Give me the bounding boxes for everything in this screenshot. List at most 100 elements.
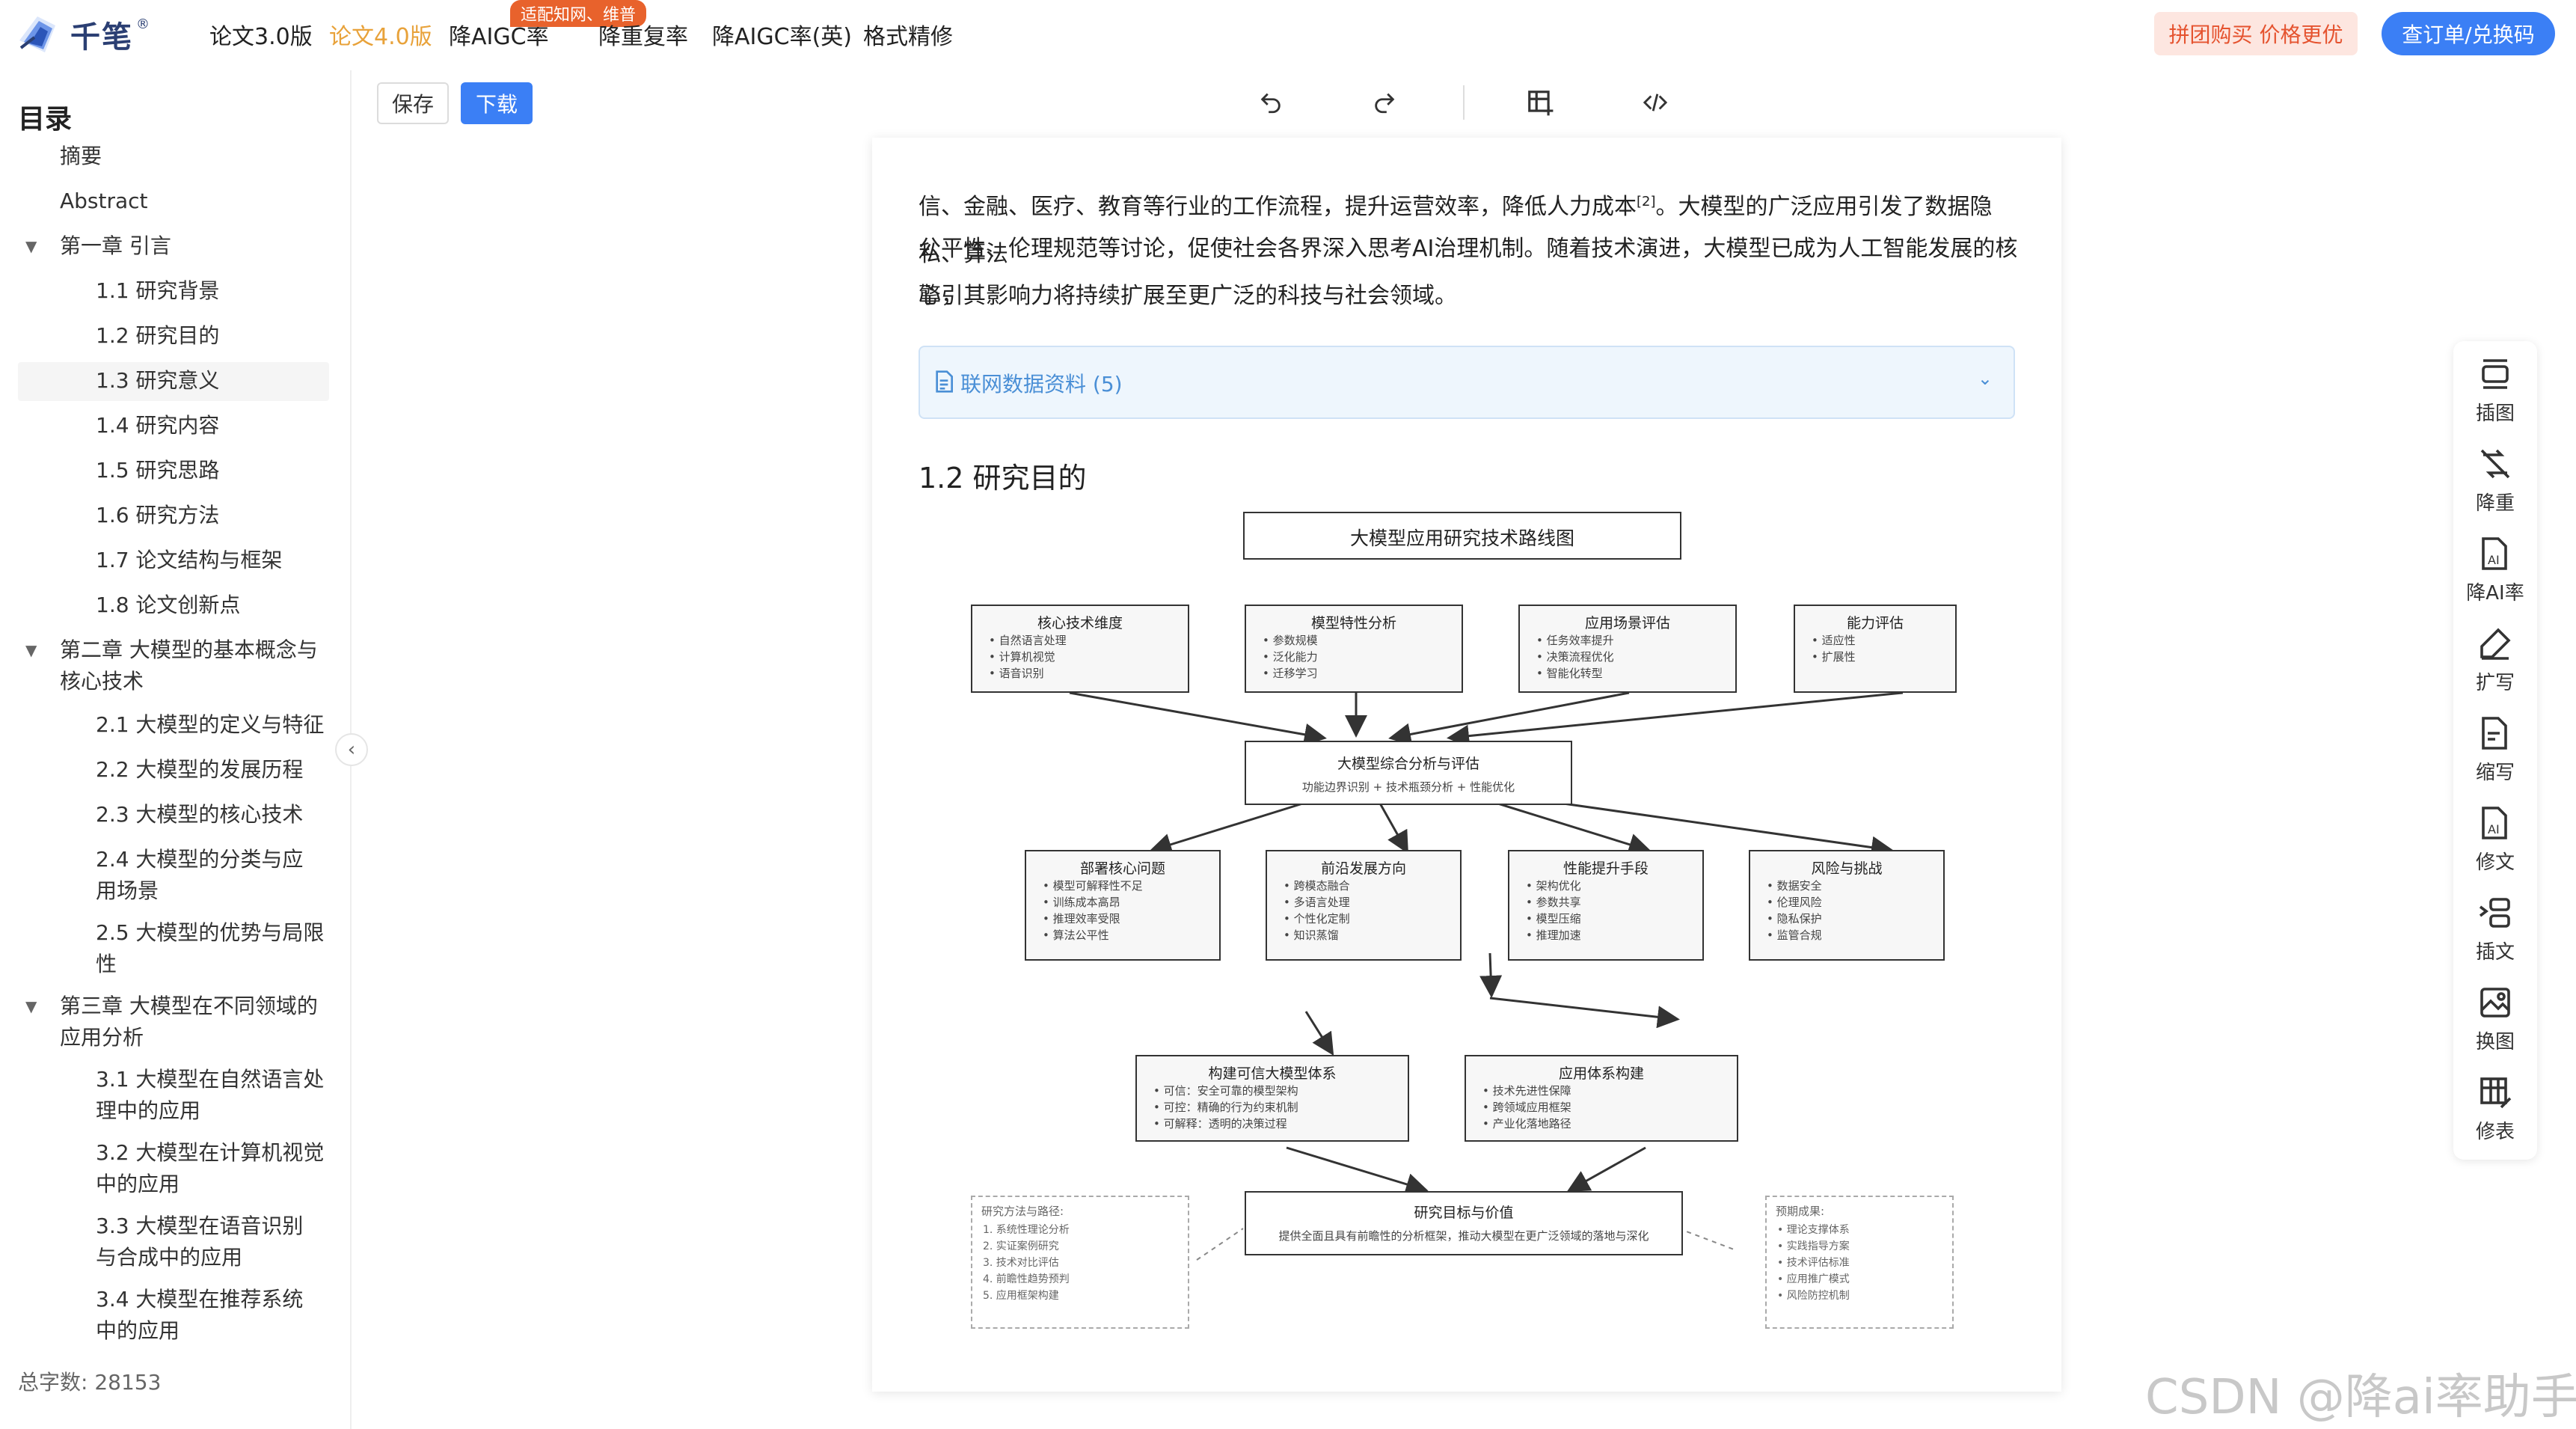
box-item: 算法公平性	[1026, 927, 1219, 943]
group-buy-button[interactable]: 拼团购买 价格更优	[2154, 12, 2358, 55]
box-item: 技术先进性保障	[1466, 1083, 1737, 1099]
toc-item-1-2[interactable]: 1.2 研究目的	[96, 320, 219, 352]
box-item: 模型压缩	[1509, 911, 1702, 927]
collapse-sidebar-button[interactable]: ‹	[335, 733, 368, 766]
toc-item-label: 3.3 大模型在语音识别	[96, 1214, 304, 1238]
box-item: 参数规模	[1246, 632, 1462, 649]
toc-chapter-2[interactable]: ▼第二章 大模型的基本概念与核心技术	[25, 634, 318, 697]
toc-item-label-line2: 中的应用	[96, 1318, 180, 1343]
caret-down-icon[interactable]: ▼	[25, 997, 37, 1015]
tool-revise-text[interactable]: AI 修文	[2453, 790, 2537, 880]
toc-item-1-6[interactable]: 1.6 研究方法	[96, 500, 219, 531]
toc-item-3-4[interactable]: 3.4 大模型在推荐系统中的应用	[96, 1284, 303, 1347]
caret-down-icon[interactable]: ▼	[25, 237, 37, 255]
document-page[interactable]: 信、金融、医疗、教育等行业的工作流程，提升运营效率，降低人力成本[2]。大模型的…	[872, 138, 2061, 1392]
tool-insert-text[interactable]: 插文	[2453, 880, 2537, 970]
toc-item-1-3[interactable]: 1.3 研究意义	[96, 365, 219, 397]
nav-item-reduce-aigc-en[interactable]: 降AIGC率(英)	[712, 24, 852, 50]
toc-chapter-1[interactable]: ▼第一章 引言	[25, 230, 171, 262]
nav-item-thesis-v4[interactable]: 论文4.0版	[329, 24, 432, 50]
nav-item-reduce-aigc[interactable]: 降AIGC率	[449, 24, 549, 50]
toc-chapter-3[interactable]: ▼第三章 大模型在不同领域的应用分析	[25, 991, 318, 1053]
tool-expand[interactable]: 扩写	[2453, 611, 2537, 700]
box-item: 参数共享	[1509, 894, 1702, 911]
insert-table-button[interactable]	[1521, 84, 1559, 121]
toc-item-1-7[interactable]: 1.7 论文结构与框架	[96, 545, 282, 576]
chevron-down-icon[interactable]: ⌄	[1977, 368, 1993, 389]
note-item-text: 理论支撑体系	[1786, 1224, 1850, 1236]
tool-label: 降AI率	[2466, 582, 2524, 605]
reduce-ai-icon: AI	[2482, 537, 2507, 570]
tool-reduce-duplicate[interactable]: 降重	[2453, 431, 2537, 521]
toc-item-3-2[interactable]: 3.2 大模型在计算机视觉中的应用	[96, 1137, 324, 1200]
diagram-arrows	[1069, 691, 1904, 1261]
toc-item-label-line2: 理中的应用	[96, 1098, 201, 1123]
nav-item-format-refine[interactable]: 格式精修	[863, 24, 953, 50]
box-title: 前沿发展方向	[1320, 860, 1406, 877]
toc-item-1-5[interactable]: 1.5 研究思路	[96, 455, 219, 486]
toc-item-label: 1.6 研究方法	[96, 503, 220, 527]
paragraph-line-3[interactable]: 擎，其影响力将持续扩展至更广泛的科技与社会领域。	[919, 283, 1457, 309]
box-item: 泛化能力	[1246, 649, 1462, 665]
box-subtitle: 功能边界识别 + 技术瓶颈分析 + 性能优化	[1301, 780, 1515, 794]
tool-edit-table[interactable]: 修表	[2453, 1059, 2537, 1149]
toc-item-label-line2: 中的应用	[96, 1172, 180, 1196]
paragraph-line-2[interactable]: 公平性、伦理规范等讨论，促使社会各界深入思考AI治理机制。随着技术演进，大模型已…	[919, 236, 2018, 309]
nav-item-thesis-v3[interactable]: 论文3.0版	[209, 24, 313, 50]
note-item: • 理论支撑体系	[1777, 1224, 1850, 1236]
note-item-text: 实践指导方案	[1786, 1240, 1850, 1252]
box-item: 任务效率提升	[1520, 632, 1735, 649]
box-title: 构建可信大模型体系	[1208, 1065, 1337, 1082]
toc-item-1-1[interactable]: 1.1 研究背景	[96, 275, 219, 307]
caret-down-icon[interactable]: ▼	[25, 641, 37, 659]
tool-replace-image[interactable]: 换图	[2453, 970, 2537, 1059]
undo-button[interactable]	[1252, 84, 1289, 121]
paragraph-line-1[interactable]: 信、金融、医疗、教育等行业的工作流程，提升运营效率，降低人力成本[2]。大模型的…	[919, 178, 2018, 278]
toc-item-2-1[interactable]: 2.1 大模型的定义与特征	[96, 709, 324, 741]
toc-item-2-4[interactable]: 2.4 大模型的分类与应用场景	[96, 844, 303, 907]
brand-logo[interactable]: 千笔 ®	[15, 10, 150, 58]
tool-insert-figure[interactable]: 插图	[2453, 341, 2537, 431]
toc-item-label: 3.2 大模型在计算机视觉	[96, 1140, 325, 1165]
box-item: 模型可解释性不足	[1026, 878, 1219, 894]
box-item: 跨领域应用框架	[1466, 1099, 1737, 1116]
toc-item-3-3[interactable]: 3.3 大模型在语音识别与合成中的应用	[96, 1211, 303, 1273]
box-item: 迁移学习	[1246, 665, 1462, 682]
toc-item-2-2[interactable]: 2.2 大模型的发展历程	[96, 754, 303, 786]
box-item: 可控：精确的行为约束机制	[1137, 1099, 1408, 1116]
toc-item-3-1[interactable]: 3.1 大模型在自然语言处理中的应用	[96, 1064, 324, 1127]
toc-item-label: 1.7 论文结构与框架	[96, 548, 283, 572]
redo-button[interactable]	[1366, 84, 1403, 121]
svg-text:AI: AI	[2488, 822, 2500, 836]
insert-text-icon	[2479, 898, 2510, 928]
save-button[interactable]: 保存	[377, 82, 449, 124]
box-item: 智能化转型	[1520, 665, 1735, 682]
toc-item-abstract-en[interactable]: Abstract	[60, 186, 148, 217]
toc-item-1-4[interactable]: 1.4 研究内容	[96, 410, 219, 441]
tool-label: 换图	[2475, 1031, 2515, 1053]
toc-item-2-3[interactable]: 2.3 大模型的核心技术	[96, 799, 303, 830]
table-plus-icon	[1528, 91, 1554, 116]
toc-item-1-8[interactable]: 1.8 论文创新点	[96, 590, 240, 621]
box-title: 性能提升手段	[1563, 860, 1649, 877]
brand-reg-mark: ®	[136, 16, 150, 32]
tool-label: 修文	[2475, 851, 2515, 874]
nav-item-reduce-duplicate[interactable]: 降重复率	[598, 24, 688, 50]
source-code-button[interactable]	[1637, 84, 1674, 121]
section-heading: 1.2 研究目的	[919, 462, 1087, 495]
note-title: 研究方法与路径:	[981, 1205, 1064, 1218]
web-references-panel[interactable]: 联网数据资料 (5) ⌄	[919, 346, 2015, 419]
toc-item-abstract-cn[interactable]: 摘要	[60, 141, 102, 172]
toc-item-2-5[interactable]: 2.5 大模型的优势与局限性	[96, 917, 324, 980]
tool-reduce-ai[interactable]: AI 降AI率	[2453, 521, 2537, 611]
toc-item-label: 2.4 大模型的分类与应	[96, 847, 304, 872]
box-title: 研究目标与价值	[1414, 1205, 1514, 1221]
download-button[interactable]: 下载	[461, 82, 533, 124]
toc-item-label: 1.8 论文创新点	[96, 593, 241, 617]
diagram-box-scenario-eval: 应用场景评估 任务效率提升 决策流程优化 智能化转型	[1518, 605, 1737, 693]
order-lookup-button[interactable]: 查订单/兑换码	[2382, 12, 2555, 55]
revise-text-icon: AI	[2482, 807, 2507, 839]
citation-ref[interactable]: [2]	[1637, 194, 1656, 209]
toc-item-label: 1.3 研究意义	[96, 368, 220, 393]
tool-condense[interactable]: 缩写	[2453, 700, 2537, 790]
